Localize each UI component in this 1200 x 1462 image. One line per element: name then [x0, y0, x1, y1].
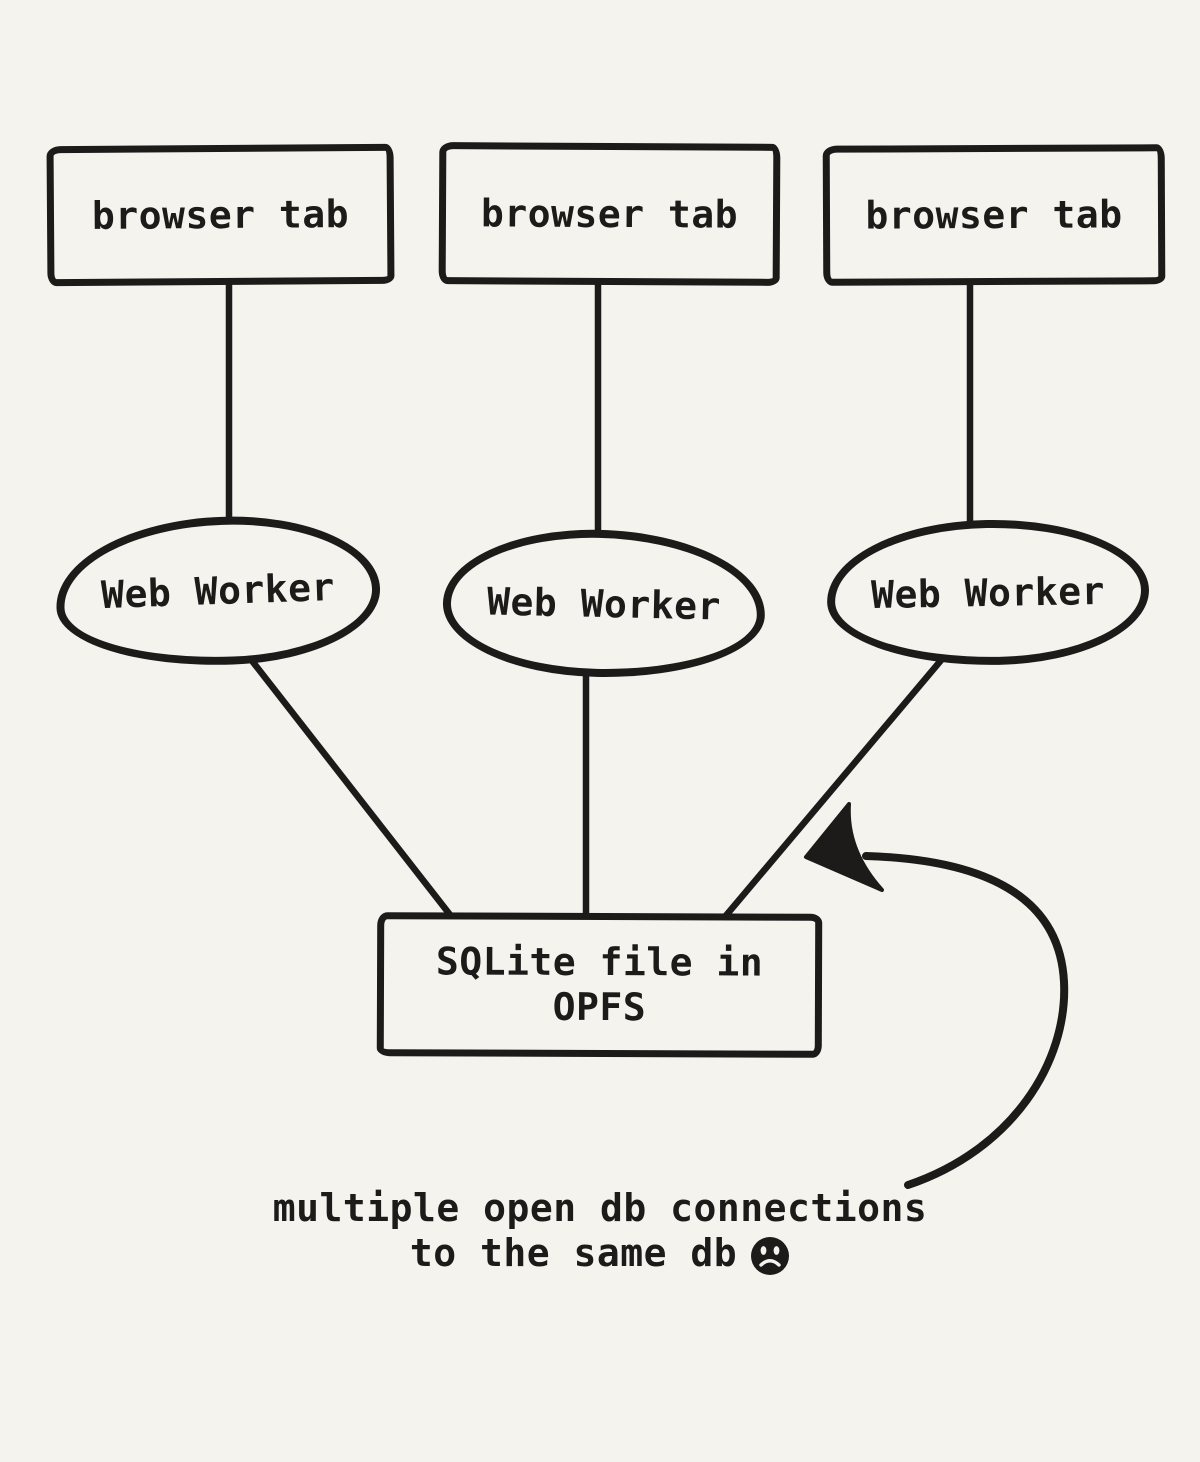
web-worker-label: Web Worker: [870, 568, 1106, 617]
edge-worker3-sqlite: [714, 648, 952, 929]
caption-line2-text: to the same db: [409, 1231, 738, 1275]
browser-tab-node-1: browser tab: [46, 143, 395, 287]
caption-line1: multiple open db connections: [272, 1186, 928, 1230]
caption: multiple open db connections to the same…: [0, 1186, 1200, 1276]
browser-tab-node-3: browser tab: [822, 144, 1166, 286]
browser-tab-node-2: browser tab: [438, 142, 781, 286]
edge-worker1-sqlite: [238, 644, 462, 929]
frowning-face-icon: [751, 1236, 790, 1275]
browser-tab-label: browser tab: [865, 192, 1123, 238]
arrow-head: [804, 802, 884, 892]
browser-tab-label: browser tab: [480, 191, 739, 237]
web-worker-label: Web Worker: [100, 564, 336, 618]
browser-tab-label: browser tab: [91, 192, 350, 238]
curved-annotation-arrow: [804, 802, 1069, 1189]
web-worker-node-3: Web Worker: [825, 517, 1151, 668]
web-worker-node-1: Web Worker: [53, 511, 383, 671]
sqlite-file-node: SQLite file in OPFS: [376, 912, 823, 1058]
sqlite-label-line1: SQLite file in: [435, 939, 764, 985]
sqlite-label-line2: OPFS: [552, 984, 647, 1030]
caption-line2: to the same db: [0, 1231, 1200, 1276]
web-worker-label: Web Worker: [486, 579, 722, 628]
web-worker-node-2: Web Worker: [441, 526, 767, 681]
arrow-curve: [862, 852, 1069, 1189]
